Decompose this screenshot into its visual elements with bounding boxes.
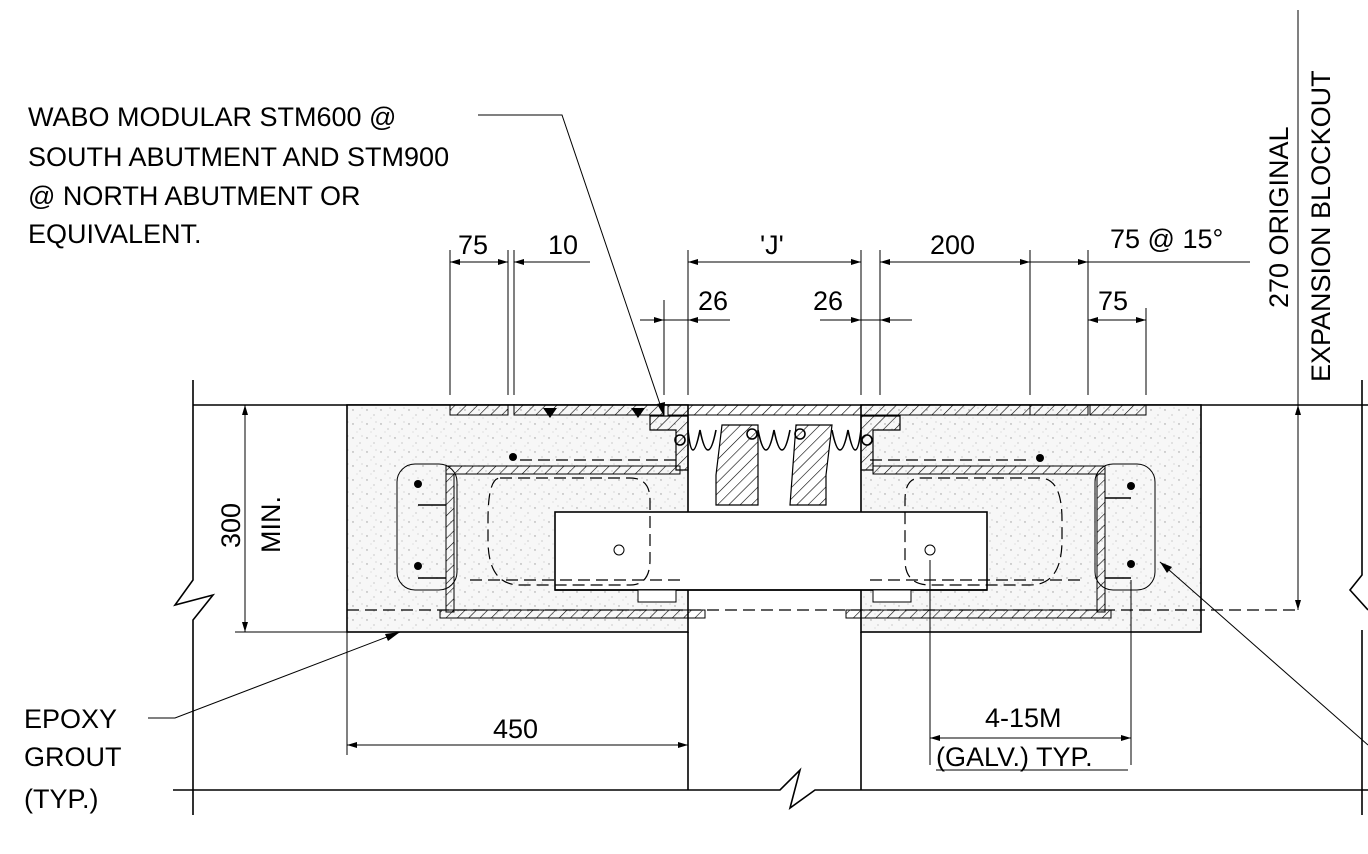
note-line-1: WABO MODULAR STM600 @	[28, 102, 396, 132]
note-line-3: @ NORTH ABUTMENT OR	[28, 181, 360, 211]
epoxy-grout-label: EPOXY GROUT (TYP.)	[24, 704, 122, 814]
dim-200: 200	[930, 230, 975, 260]
dim-26-left: 26	[698, 286, 728, 316]
dim-j: 'J'	[760, 230, 784, 260]
leader-lines	[148, 114, 1368, 746]
blockout-line-2: EXPANSION BLOCKOUT	[1306, 70, 1336, 382]
blockout-line-1: 270 ORIGINAL	[1264, 126, 1294, 308]
rebar-label-line-1: 4-15M	[985, 703, 1062, 733]
epoxy-line-2: GROUT	[24, 742, 122, 772]
note-line-2: SOUTH ABUTMENT AND STM900	[28, 142, 449, 172]
dim-26-right: 26	[813, 286, 843, 316]
dim-min: MIN.	[256, 496, 286, 553]
dim-300: 300	[216, 503, 246, 548]
epoxy-line-3: (TYP.)	[24, 784, 99, 814]
note-line-4: EQUIVALENT.	[28, 219, 202, 249]
dim-75-right: 75	[1098, 286, 1128, 316]
joint-assembly	[554, 415, 988, 603]
dimension-lines	[235, 10, 1301, 765]
note-label: WABO MODULAR STM600 @ SOUTH ABUTMENT AND…	[28, 102, 449, 249]
rebar-label-line-2: (GALV.) TYP.	[936, 742, 1093, 772]
dim-10: 10	[548, 230, 578, 260]
support-boxes	[396, 453, 1156, 619]
dim-450: 450	[493, 714, 538, 744]
cover-plates	[449, 404, 1147, 418]
epoxy-line-1: EPOXY	[24, 704, 117, 734]
dim-75-at-15: 75 @ 15°	[1110, 224, 1223, 254]
dim-75-left: 75	[458, 230, 488, 260]
